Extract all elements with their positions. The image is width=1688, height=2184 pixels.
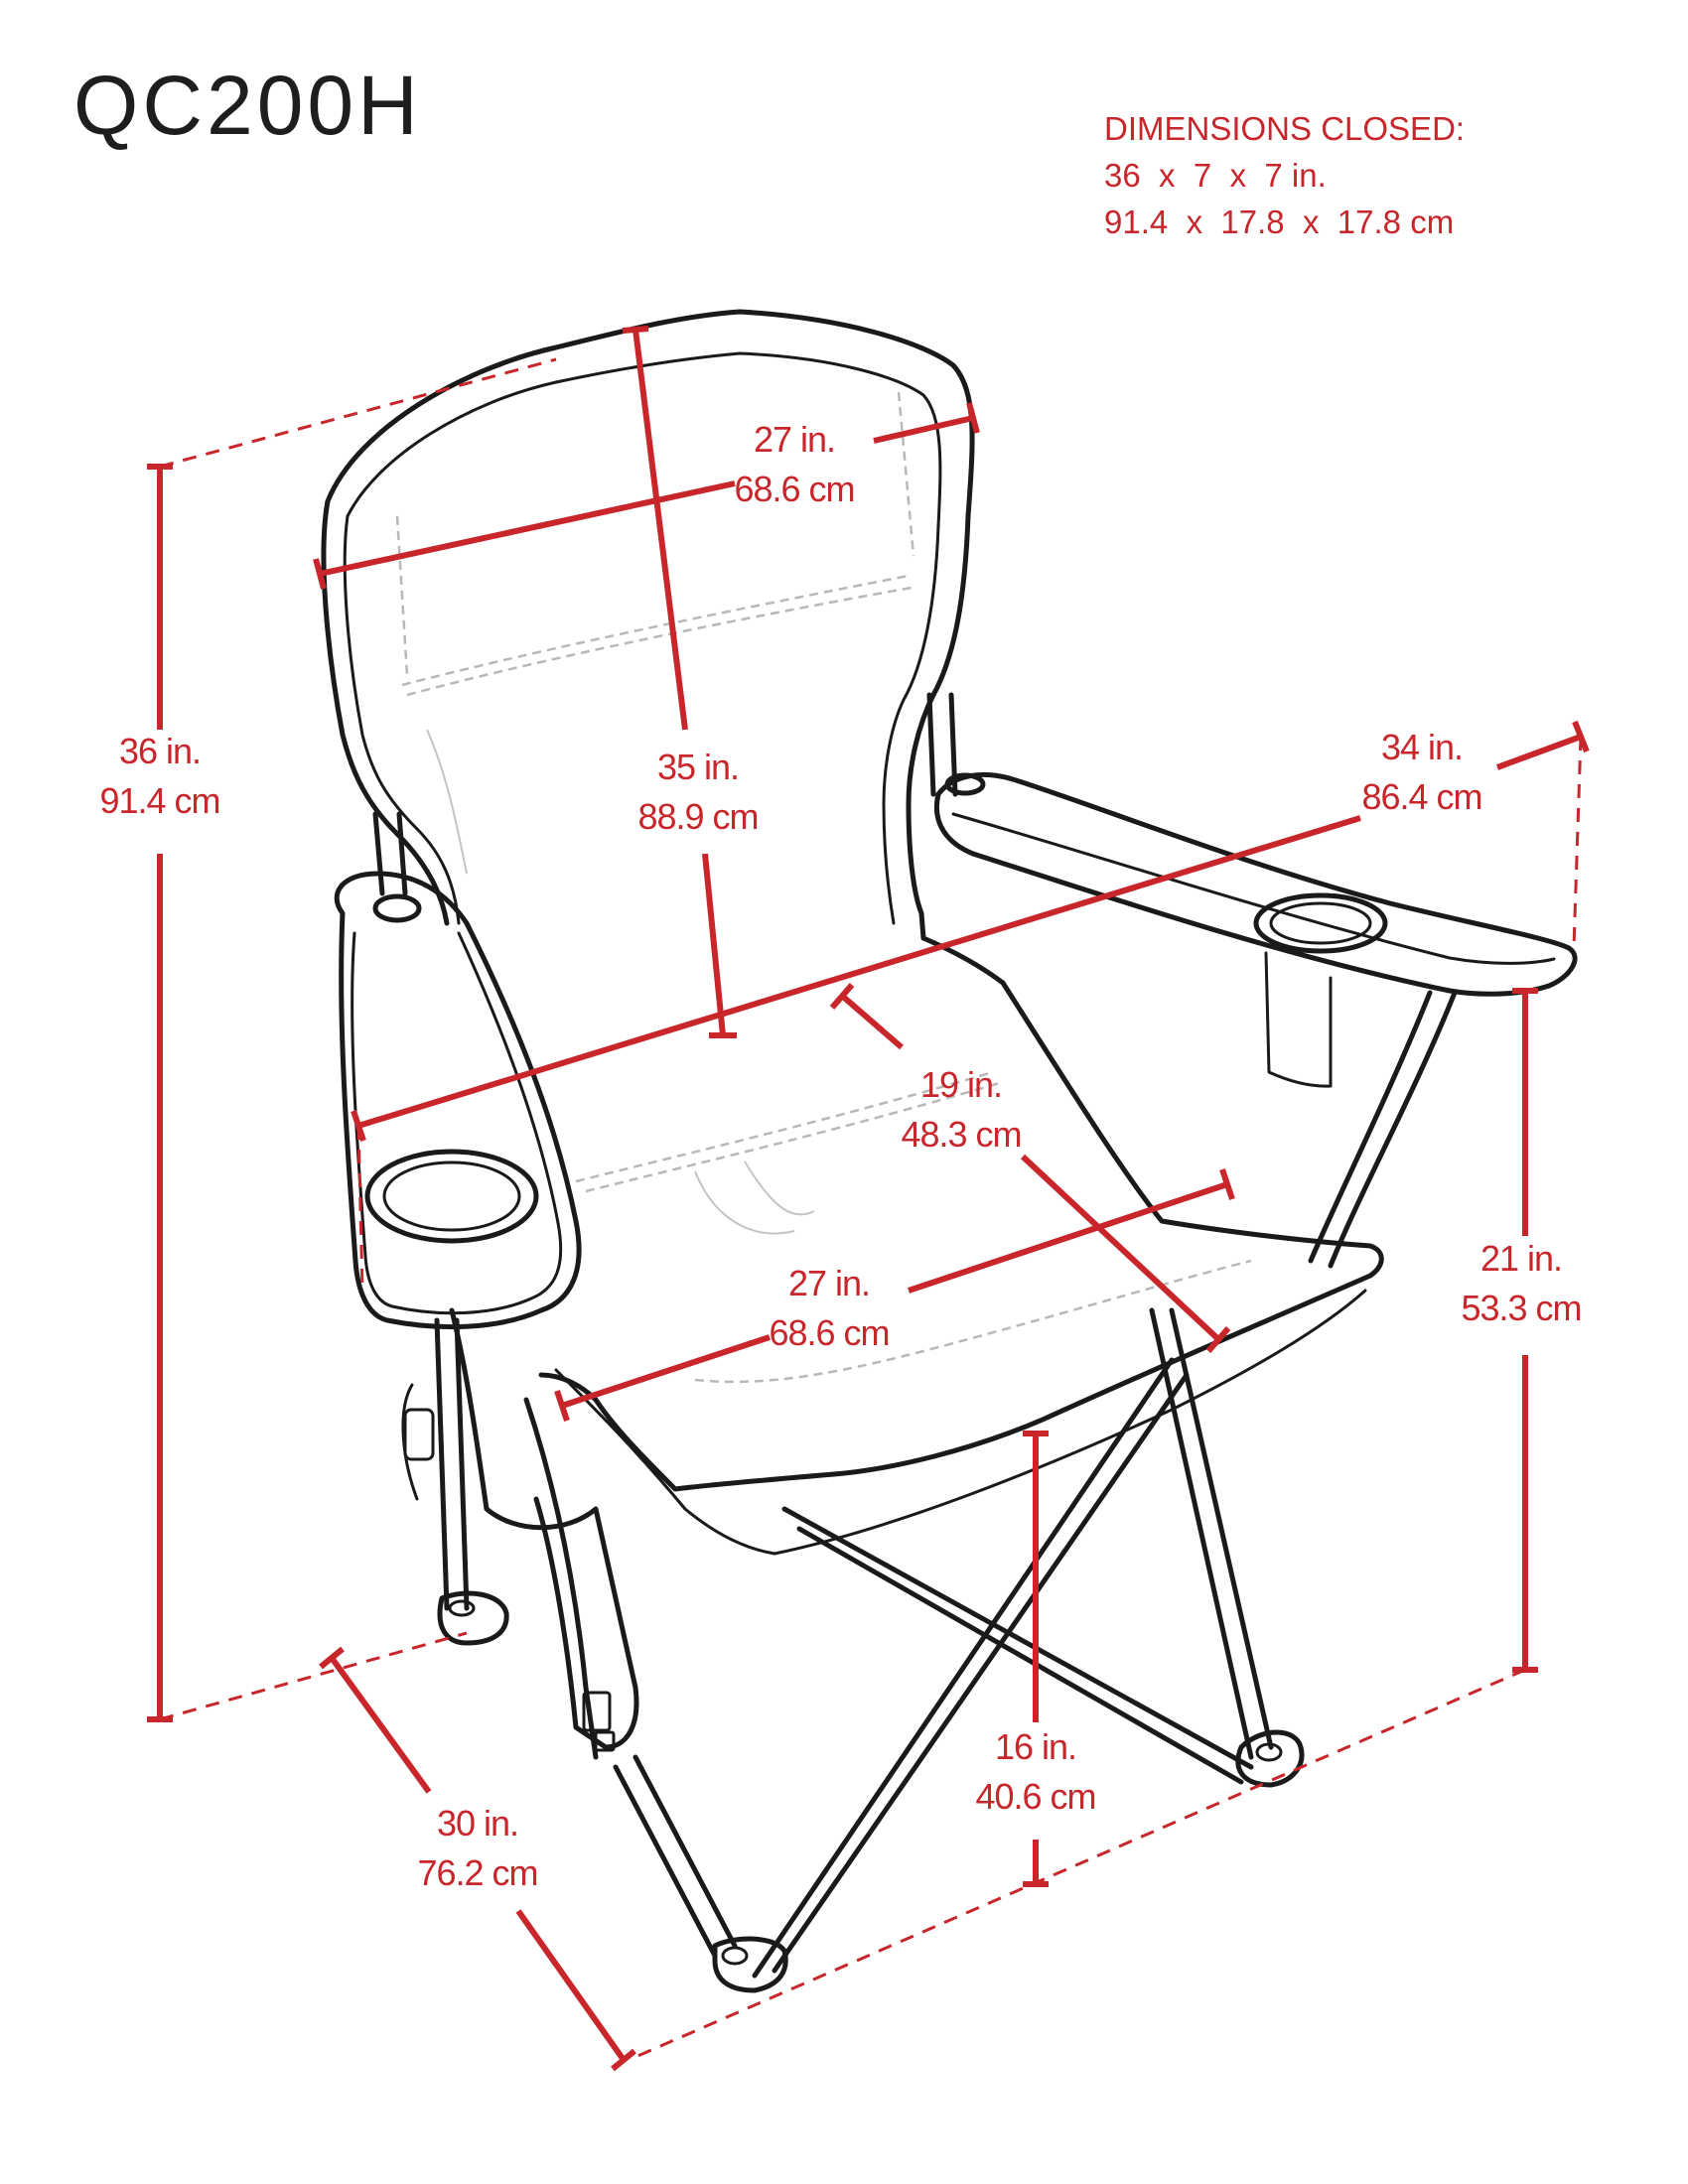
dimension-lines <box>147 326 1590 2072</box>
closed-dimensions: DIMENSIONS CLOSED: 36 x 7 x 7 in. 91.4 x… <box>1104 105 1465 245</box>
backrest-inner-left <box>343 514 461 925</box>
side-pocket <box>449 1307 639 1750</box>
right-arm-support <box>1308 990 1433 1264</box>
label-seat-width: 27 in. 68.6 cm <box>769 1263 890 1353</box>
closed-imperial: 36 x 7 x 7 in. <box>1104 157 1327 194</box>
right-armrest <box>934 771 1578 997</box>
left-armrest <box>334 871 582 1330</box>
label-seat-depth: 19 in. 48.3 cm <box>901 1064 1022 1155</box>
backrest-left-edge <box>321 498 450 926</box>
left-cup-holder <box>364 1149 539 1244</box>
label-armrest-width: 34 in. 86.4 cm <box>1361 727 1482 817</box>
label-depth: 30 in. 76.2 cm <box>417 1803 538 1893</box>
cross-brace-a <box>781 1506 1254 1770</box>
label-backrest-width: 27 in. 68.6 cm <box>734 419 855 509</box>
backrest <box>325 309 975 941</box>
label-total-height: 36 in. 91.4 cm <box>99 731 220 821</box>
label-seat-height: 16 in. 40.6 cm <box>975 1726 1096 1817</box>
backrest-inner <box>346 351 942 925</box>
seat <box>538 935 1384 1492</box>
cross-brace-b <box>752 1357 1175 1979</box>
foot-rear-left <box>437 1590 509 1646</box>
heating-cable <box>523 1397 599 1760</box>
right-cup-holder <box>1253 892 1388 954</box>
closed-heading: DIMENSIONS CLOSED: <box>1104 110 1466 147</box>
foot-front-left <box>712 1936 788 1993</box>
rear-right-leg <box>1149 1307 1254 1760</box>
chair-illustration <box>321 309 1578 1993</box>
closed-metric: 91.4 x 17.8 x 17.8 cm <box>1104 204 1455 240</box>
front-left-leg <box>613 1764 718 1959</box>
label-back-height: 35 in. 88.9 cm <box>637 747 759 837</box>
label-arm-height: 21 in. 53.3 cm <box>1461 1238 1582 1328</box>
model-title: QC200H <box>73 59 422 152</box>
